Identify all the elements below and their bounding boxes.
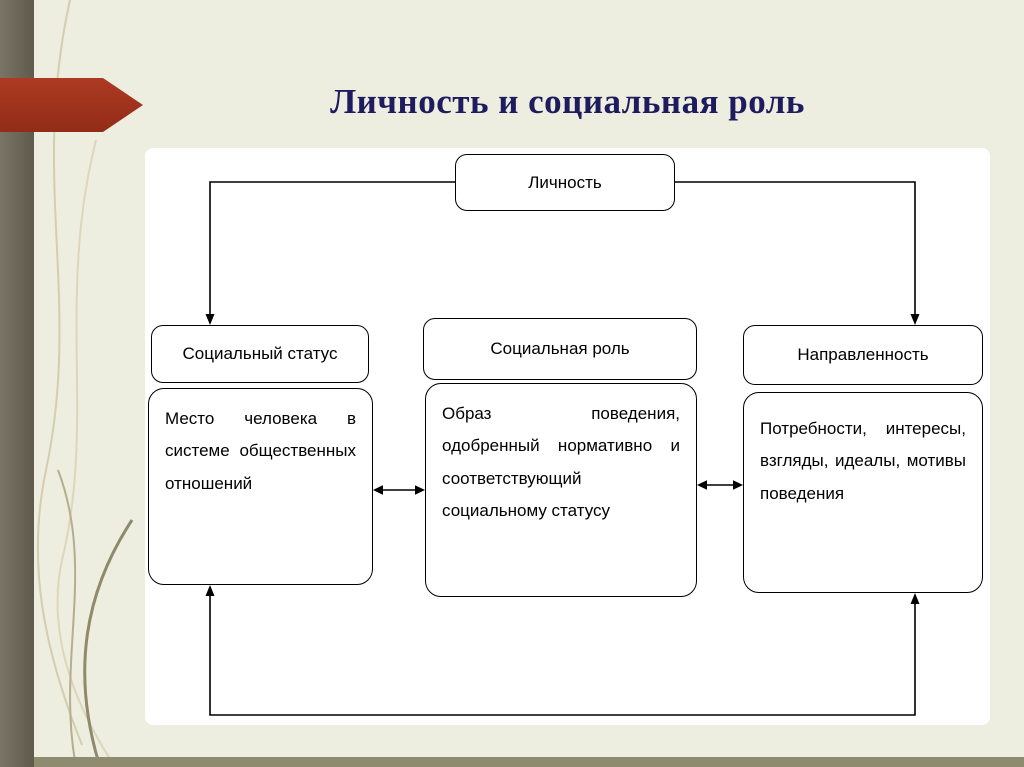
social-role-body-box: Образ поведения, одобренный нормативно и… (425, 383, 697, 597)
arrow-right-icon (733, 480, 743, 490)
connector-root-to-status (209, 181, 455, 317)
social-status-header-label: Социальный статус (182, 344, 338, 363)
bottom-stripe (0, 757, 1024, 767)
decorative-curves (36, 0, 134, 767)
orientation-header-label: Направленность (797, 345, 929, 364)
connector-feedback-loop (209, 594, 916, 716)
connector-root-to-orientation (675, 181, 916, 317)
slide-title: Личность и социальная роль (330, 82, 805, 121)
social-status-body-box: Место человека в системе общественных от… (148, 388, 373, 585)
personality-root-box: Личность (455, 154, 675, 211)
social-role-header-box: Социальная роль (423, 318, 697, 380)
arrow-up-icon (205, 585, 215, 596)
diagram-panel: Личность Социальный статус Социальная ро… (145, 148, 990, 725)
decorative-curve-line (56, 139, 113, 763)
social-role-header-label: Социальная роль (490, 339, 630, 358)
orientation-header-box: Направленность (743, 325, 983, 385)
social-status-header-box: Социальный статус (151, 325, 369, 383)
arrow-left-icon (373, 485, 383, 495)
personality-root-label: Личность (528, 172, 602, 192)
arrow-down-icon (910, 314, 920, 325)
arrow-left-icon (697, 480, 707, 490)
arrow-down-icon (205, 314, 215, 325)
arrow-up-icon (910, 593, 920, 604)
decorative-curve-line (36, 0, 83, 746)
decorative-curve-line (83, 519, 134, 767)
orientation-body-box: Потребности, интересы, взгляды, идеалы, … (743, 392, 983, 593)
decorative-curve-line (57, 469, 77, 767)
arrow-right-icon (415, 485, 425, 495)
